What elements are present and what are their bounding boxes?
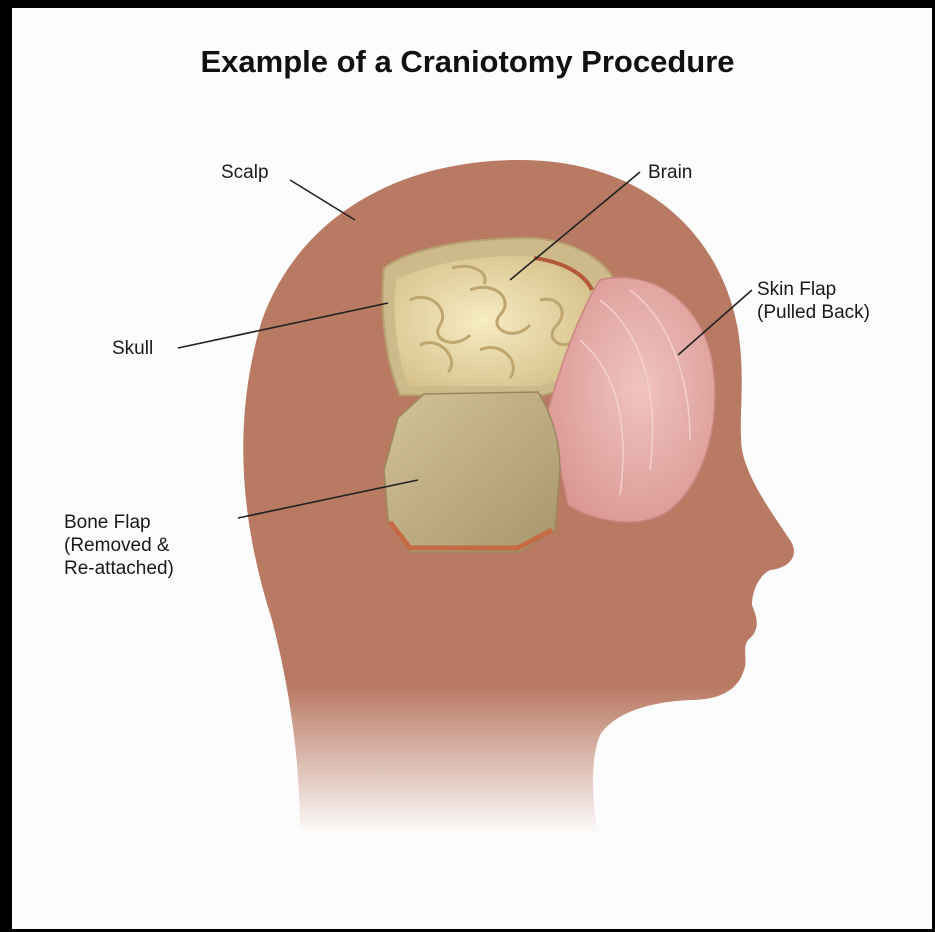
label-bone-flap-line1: Bone Flap: [64, 511, 174, 534]
label-bone-flap-line2: (Removed &: [64, 534, 174, 557]
label-brain: Brain: [648, 161, 692, 184]
label-scalp: Scalp: [221, 161, 269, 184]
bone-flap: [384, 392, 560, 552]
label-bone-flap: Bone Flap (Removed & Re-attached): [64, 511, 174, 580]
label-skin-flap-line2: (Pulled Back): [757, 301, 870, 324]
label-bone-flap-line3: Re-attached): [64, 557, 174, 580]
label-skin-flap-line1: Skin Flap: [757, 278, 870, 301]
label-skin-flap: Skin Flap (Pulled Back): [757, 278, 870, 324]
label-skull: Skull: [112, 337, 153, 360]
